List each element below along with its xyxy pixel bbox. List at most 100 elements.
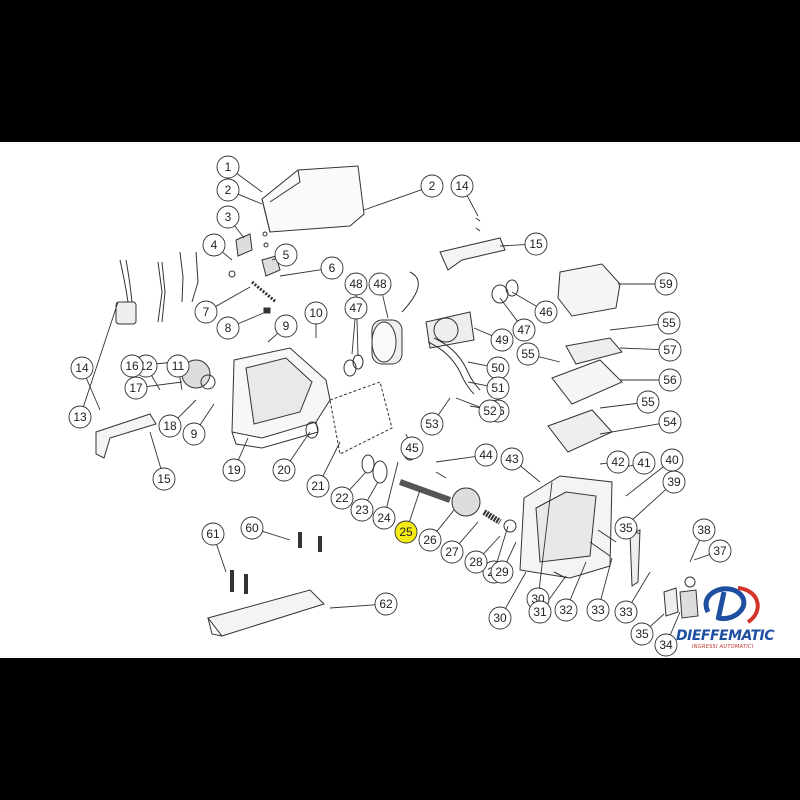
callout-40: 40: [660, 448, 684, 472]
callout-number-48: 48: [349, 277, 363, 291]
callout-55: 55: [636, 390, 660, 414]
callout-circle-5: [274, 243, 298, 267]
callout-circle-44: [474, 443, 498, 467]
callout-circle-46: [534, 300, 558, 324]
callout-leader-53: [437, 397, 451, 416]
callout-number-26: 26: [423, 533, 437, 547]
callout-circle-51: [486, 376, 510, 400]
callout-leader-57: [619, 347, 660, 351]
callout-leader-31: [546, 575, 567, 604]
callout-number-34: 34: [659, 638, 673, 652]
callout-circle-54: [658, 410, 682, 434]
brand-tagline: INGRESSI AUTOMATICI: [692, 644, 754, 650]
callout-44: 44: [474, 443, 498, 467]
callout-leader-45: [405, 433, 409, 439]
callout-2: 2: [420, 174, 444, 198]
callout-circle-6: [320, 256, 344, 280]
callout-35: 35: [614, 516, 638, 540]
callout-number-22: 22: [335, 491, 349, 505]
callout-number-23: 23: [355, 503, 369, 517]
callout-circle-59: [654, 272, 678, 296]
callout-number-29: 29: [495, 565, 509, 579]
callout-37: 37: [708, 539, 732, 563]
callout-leader-4: [222, 251, 233, 261]
callout-circle-21: [306, 474, 330, 498]
callout-number-57: 57: [663, 343, 677, 357]
callout-33: 33: [586, 598, 610, 622]
callout-circle-42: [606, 450, 630, 474]
callout-leader-6: [279, 269, 322, 277]
callout-leader-62: [329, 604, 376, 609]
callout-number-46: 46: [539, 305, 553, 319]
callout-leader-55: [609, 323, 659, 331]
exploded-parts-diagram: 1223456789910111213141415151617181920202…: [0, 142, 800, 658]
callout-number-4: 4: [211, 238, 218, 252]
callout-number-20: 20: [277, 463, 291, 477]
callout-number-14: 14: [75, 361, 89, 375]
callout-circle-14: [70, 356, 94, 380]
callout-number-50: 50: [491, 361, 505, 375]
callout-circle-24: [372, 506, 396, 530]
callout-circle-47: [512, 318, 536, 342]
callout-circle-57: [658, 338, 682, 362]
callout-leader-19: [237, 437, 249, 461]
callout-number-40: 40: [665, 453, 679, 467]
callout-50: 50: [486, 356, 510, 380]
callout-circle-23: [350, 498, 374, 522]
callout-circle-33: [614, 600, 638, 624]
callout-circle-34: [654, 633, 678, 657]
parts-drawing: [95, 165, 699, 637]
callout-circle-32: [554, 598, 578, 622]
callout-17: 17: [124, 376, 148, 400]
cover-part: [261, 165, 365, 233]
callout-circle-25: [394, 520, 418, 544]
callout-14: 14: [70, 356, 94, 380]
callout-49: 49: [490, 328, 514, 352]
callout-43: 43: [500, 447, 524, 471]
callout-leader-22: [349, 471, 367, 491]
callout-leader-15: [499, 244, 526, 247]
callout-number-49: 49: [495, 333, 509, 347]
callout-22: 22: [330, 486, 354, 510]
callout-number-1: 1: [225, 160, 232, 174]
callout-leader-21: [322, 441, 341, 477]
callout-10: 10: [304, 301, 328, 325]
callout-number-25: 25: [399, 525, 413, 539]
callout-leader-3: [234, 225, 245, 239]
callout-42: 42: [606, 450, 630, 474]
callout-number-47: 47: [517, 323, 531, 337]
diagram-svg: 1223456789910111213141415151617181920202…: [68, 155, 732, 657]
callout-circle-45: [400, 436, 424, 460]
callout-leader-2: [363, 189, 422, 211]
callout-number-33: 33: [591, 603, 605, 617]
callout-33: 33: [614, 600, 638, 624]
callout-35: 35: [630, 622, 654, 646]
callout-45: 45: [400, 436, 424, 460]
callout-circle-49: [490, 328, 514, 352]
callout-circle-9: [182, 422, 206, 446]
callout-circle-13: [68, 405, 92, 429]
callout-leader-52: [455, 397, 480, 408]
callout-leader-14: [466, 195, 479, 217]
callout-leader-47: [351, 318, 356, 355]
callout-number-5: 5: [283, 248, 290, 262]
callout-60: 60: [240, 516, 264, 540]
callout-4: 4: [202, 233, 226, 257]
callout-leader-17: [146, 381, 183, 388]
callout-52: 52: [478, 399, 502, 423]
callout-47: 47: [344, 296, 368, 320]
callout-31: 31: [528, 600, 552, 624]
callout-circle-11: [166, 354, 190, 378]
callout-number-41: 41: [637, 456, 651, 470]
callout-13: 13: [68, 405, 92, 429]
callout-leader-28: [483, 535, 501, 555]
callout-number-2: 2: [429, 179, 436, 193]
callout-number-35: 35: [619, 521, 633, 535]
callout-27: 27: [440, 540, 464, 564]
callout-leader-32: [569, 561, 587, 601]
callout-number-33: 33: [619, 605, 633, 619]
callout-30: 30: [488, 606, 512, 630]
callout-leader-55: [538, 356, 561, 363]
callout-41: 41: [632, 451, 656, 475]
callout-leader-27: [458, 521, 479, 544]
